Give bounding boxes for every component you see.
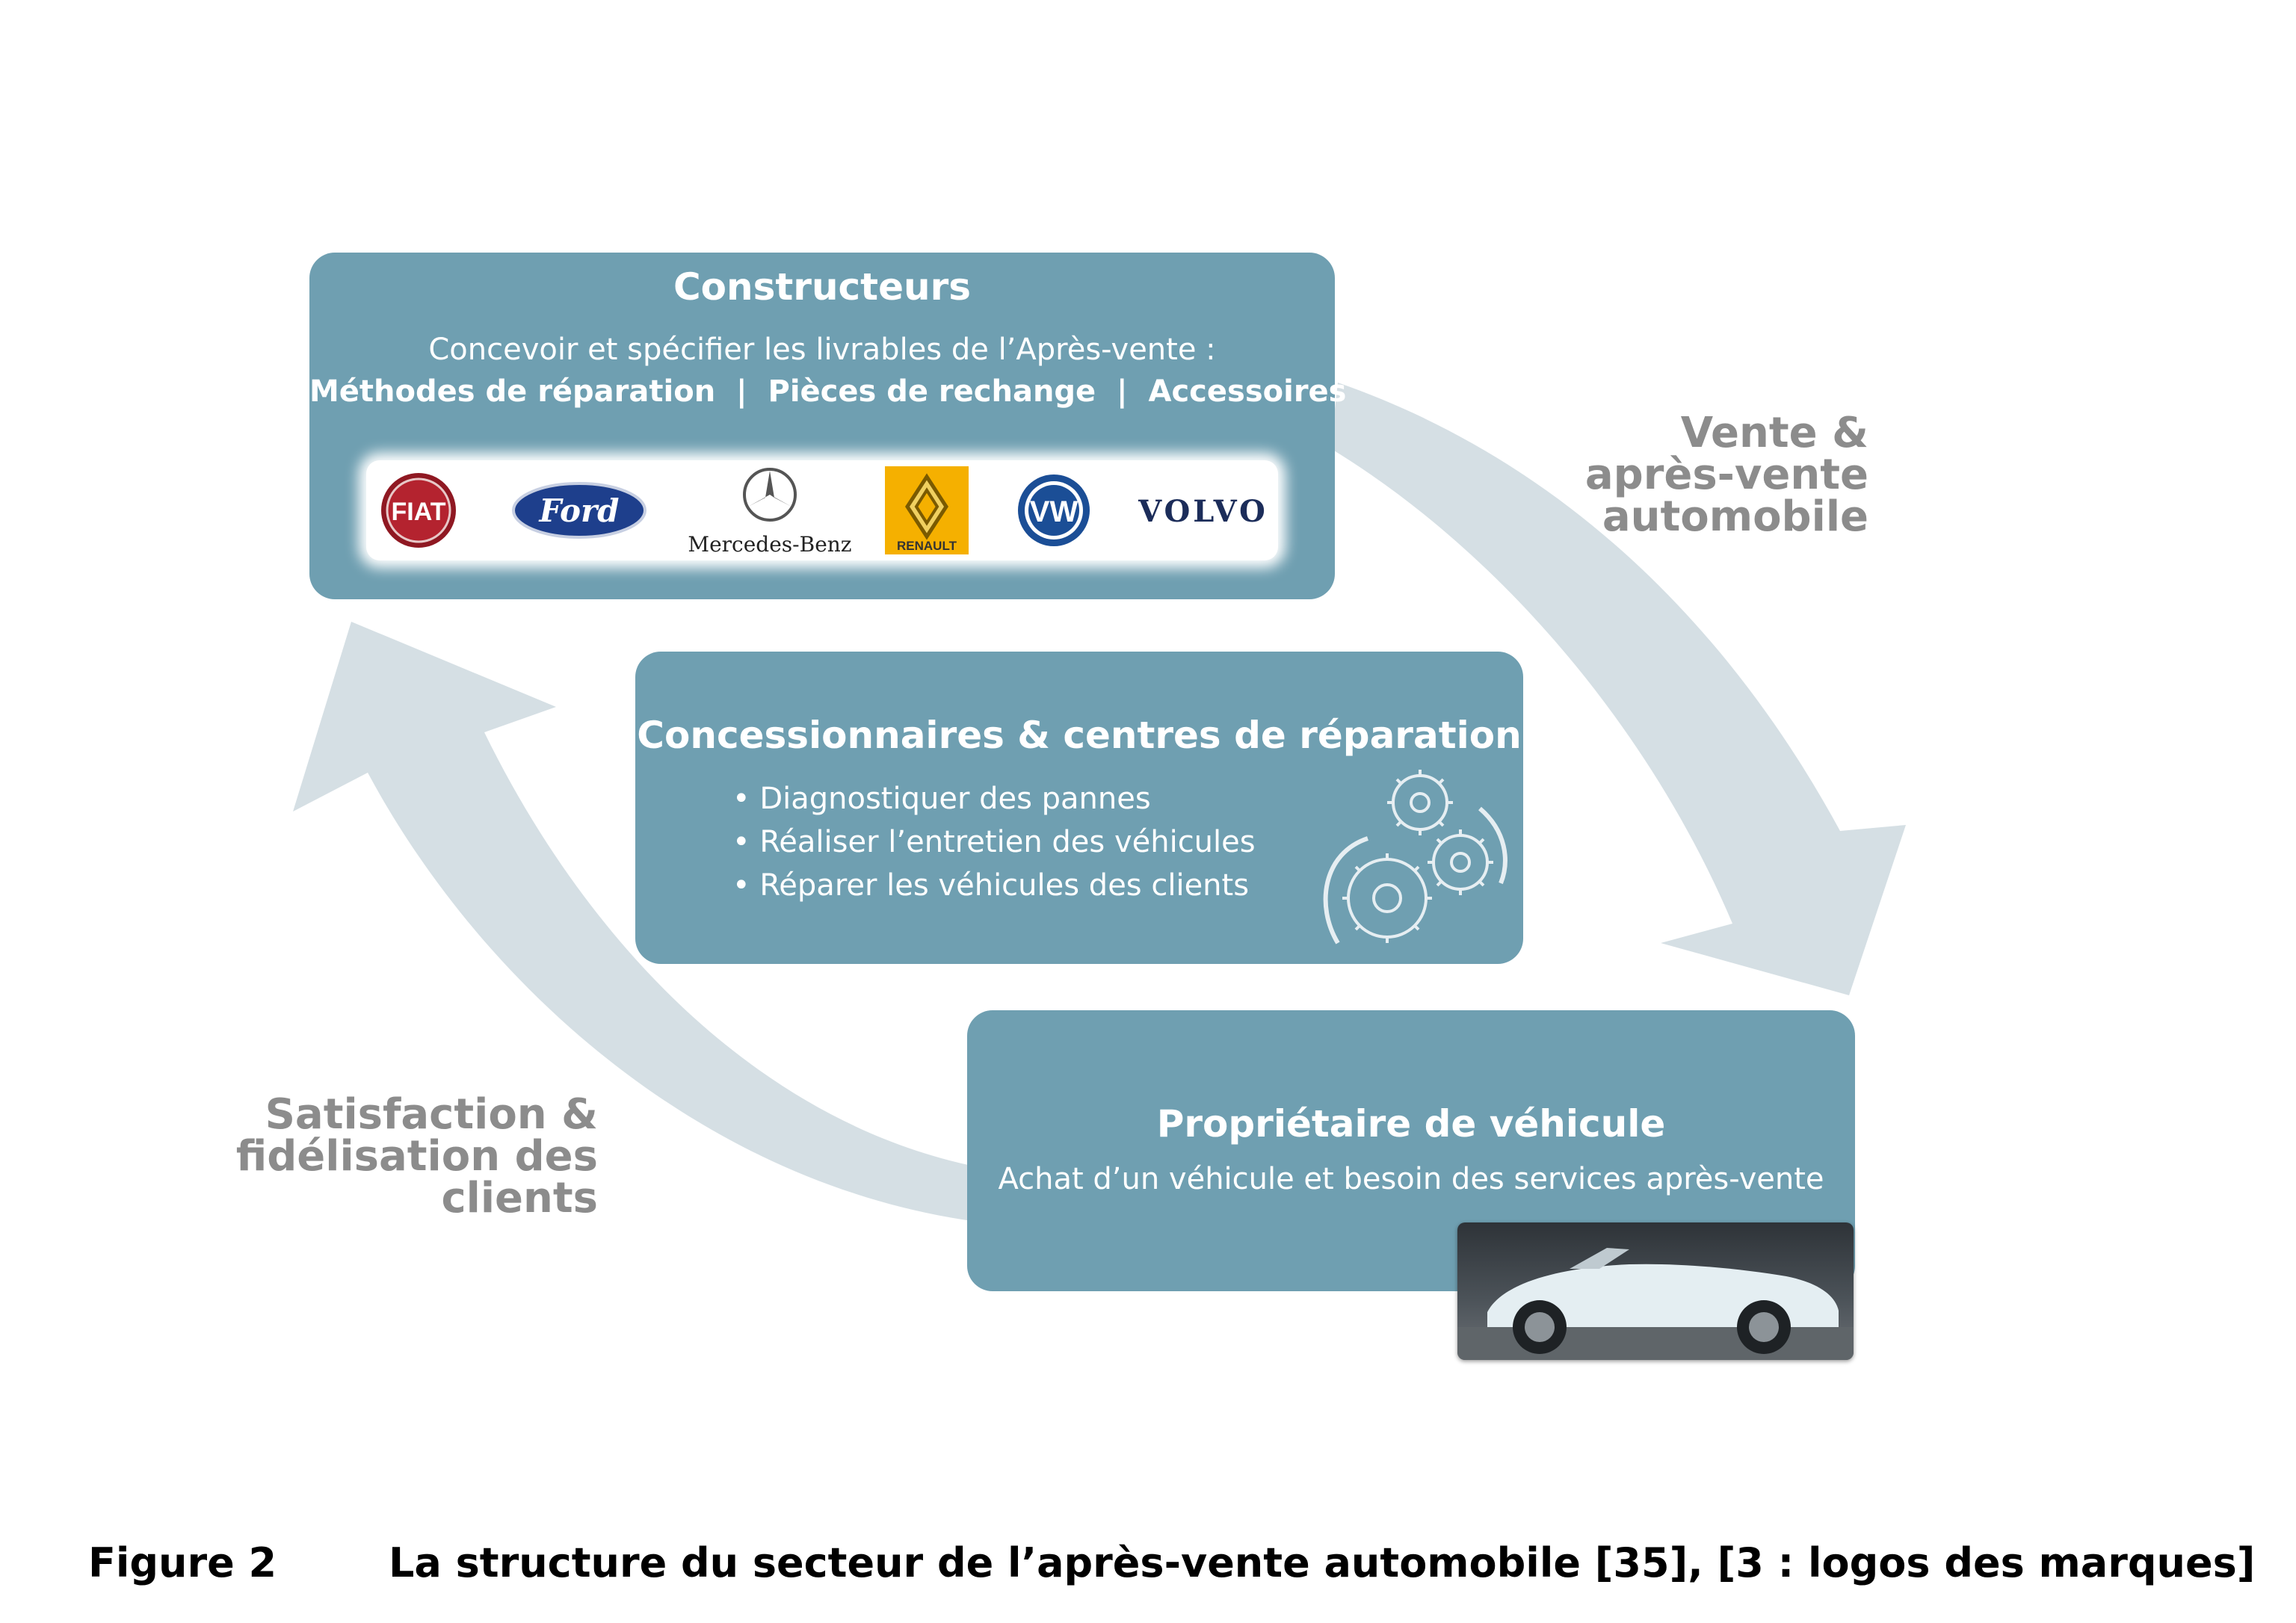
concessionnaires-box: Concessionnaires & centres de réparation… — [635, 652, 1523, 964]
volvo-logo-text: VOLVO — [1138, 494, 1268, 529]
vente-label-line: Vente & — [1680, 409, 1868, 457]
vente-label-line: automobile — [1602, 492, 1868, 541]
constructeurs-box: Constructeurs Concevoir et spécifier les… — [309, 253, 1347, 599]
brand-logo-strip: FIAT Ford Mercedes-Benz RENAULT VW VOLVO — [366, 460, 1278, 560]
concessionnaires-list: Diagnostiquer des pannes Réaliser l’entr… — [732, 777, 1256, 907]
figure-label: Figure 2 — [88, 1539, 277, 1586]
vente-label-line: après-vente — [1584, 451, 1868, 499]
mercedes-logo-text: Mercedes-Benz — [688, 532, 851, 557]
concessionnaires-title: Concessionnaires & centres de réparation — [637, 714, 1522, 757]
constructeurs-deliverables: Méthodes de réparation | Pièces de recha… — [309, 374, 1347, 409]
list-item: Réaliser l’entretien des véhicules — [732, 820, 1255, 864]
car-photo — [1457, 1222, 1854, 1360]
satisfaction-label-line: Satisfaction & — [265, 1090, 598, 1139]
fiat-logo: FIAT — [381, 473, 456, 548]
proprietaire-description: Achat d’un véhicule et besoin des servic… — [998, 1162, 1824, 1196]
convertible-car-image — [1457, 1248, 1854, 1360]
renault-logo: RENAULT — [885, 466, 969, 554]
arrow-vente-apres-vente — [1330, 383, 1906, 995]
figure-caption: La structure du secteur de l’après-vente… — [389, 1539, 2256, 1586]
constructeurs-description: Concevoir et spécifier les livrables de … — [428, 333, 1216, 367]
satisfaction-label-line: fidélisation des — [235, 1132, 598, 1181]
gears-icon — [1323, 770, 1507, 945]
list-item: Réparer les véhicules des clients — [732, 864, 1256, 907]
satisfaction-label: Satisfaction & fidélisation des clients — [224, 1094, 598, 1219]
ford-logo-text: Ford — [538, 492, 619, 529]
constructeurs-title: Constructeurs — [673, 265, 972, 309]
list-item: Diagnostiquer des pannes — [732, 777, 1256, 820]
renault-logo-text: RENAULT — [897, 539, 957, 553]
proprietaire-title: Propriétaire de véhicule — [1156, 1102, 1666, 1146]
vente-apres-vente-label: Vente & après-vente automobile — [1495, 412, 1868, 538]
mercedes-benz-logo: Mercedes-Benz — [688, 468, 852, 557]
volvo-logo: VOLVO — [1138, 494, 1268, 529]
arrow-satisfaction — [293, 622, 972, 1221]
vw-logo-text: VW — [1030, 495, 1078, 528]
ford-logo: Ford — [512, 482, 646, 539]
fiat-logo-text: FIAT — [391, 498, 445, 526]
volkswagen-logo: VW — [1018, 474, 1090, 546]
satisfaction-label-line: clients — [441, 1174, 598, 1222]
